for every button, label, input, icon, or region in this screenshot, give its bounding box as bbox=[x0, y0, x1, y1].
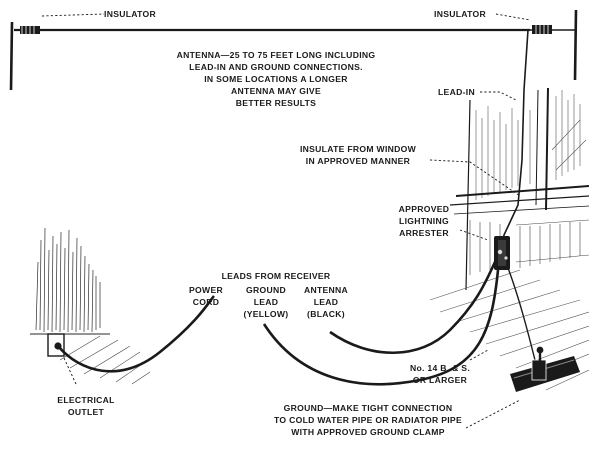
electrical-outlet-label: ELECTRICAL OUTLET bbox=[57, 395, 114, 417]
svg-text:ARRESTER: ARRESTER bbox=[399, 228, 449, 238]
ground-clamp bbox=[510, 347, 580, 392]
svg-text:LEAD-IN AND GROUND CONNECTIONS: LEAD-IN AND GROUND CONNECTIONS. bbox=[189, 62, 363, 72]
leads-from-receiver-label: LEADS FROM RECEIVER bbox=[222, 271, 331, 281]
left-curtain-illustration bbox=[30, 228, 110, 334]
svg-text:CORD: CORD bbox=[193, 297, 220, 307]
svg-text:GROUND: GROUND bbox=[246, 285, 286, 295]
right-insulator bbox=[532, 25, 552, 34]
svg-text:TO COLD WATER PIPE OR RADIATOR: TO COLD WATER PIPE OR RADIATOR PIPE bbox=[274, 415, 462, 425]
antenna-note: ANTENNA—25 TO 75 FEET LONG INCLUDING LEA… bbox=[177, 50, 376, 108]
svg-text:ANTENNA—25 TO 75 FEET LONG INC: ANTENNA—25 TO 75 FEET LONG INCLUDING bbox=[177, 50, 376, 60]
insulate-window-label: INSULATE FROM WINDOW IN APPROVED MANNER bbox=[300, 144, 417, 166]
arrester-label: APPROVED LIGHTNING ARRESTER bbox=[399, 204, 450, 238]
ground-note: GROUND—MAKE TIGHT CONNECTION TO COLD WAT… bbox=[274, 403, 462, 437]
insulator-left-label: INSULATOR bbox=[104, 9, 157, 19]
svg-text:OR LARGER: OR LARGER bbox=[413, 375, 468, 385]
svg-text:No. 14 B. & S.: No. 14 B. & S. bbox=[410, 363, 470, 373]
svg-text:APPROVED: APPROVED bbox=[399, 204, 450, 214]
lead-in-wire bbox=[500, 30, 528, 252]
left-insulator bbox=[20, 26, 40, 34]
ground-lead-label: GROUND LEAD (YELLOW) bbox=[244, 285, 289, 319]
insulator-right-label: INSULATOR bbox=[434, 9, 487, 19]
svg-text:IN SOME LOCATIONS A LONGER: IN SOME LOCATIONS A LONGER bbox=[204, 74, 348, 84]
svg-text:(YELLOW): (YELLOW) bbox=[244, 309, 289, 319]
svg-text:LEAD: LEAD bbox=[314, 297, 339, 307]
svg-text:WITH APPROVED GROUND CLAMP: WITH APPROVED GROUND CLAMP bbox=[291, 427, 445, 437]
svg-text:OUTLET: OUTLET bbox=[68, 407, 105, 417]
svg-text:IN APPROVED MANNER: IN APPROVED MANNER bbox=[306, 156, 411, 166]
antenna-lead-label: ANTENNA LEAD (BLACK) bbox=[304, 285, 348, 319]
svg-text:(BLACK): (BLACK) bbox=[307, 309, 345, 319]
svg-text:ANTENNA MAY GIVE: ANTENNA MAY GIVE bbox=[231, 86, 321, 96]
svg-text:ANTENNA: ANTENNA bbox=[304, 285, 348, 295]
svg-text:LIGHTNING: LIGHTNING bbox=[399, 216, 449, 226]
electrical-outlet-plate bbox=[48, 334, 64, 356]
lightning-arrester bbox=[494, 236, 510, 270]
svg-text:BETTER RESULTS: BETTER RESULTS bbox=[236, 98, 316, 108]
antenna-lead-wire bbox=[330, 260, 496, 353]
svg-text:POWER: POWER bbox=[189, 285, 223, 295]
ground-wire-to-clamp bbox=[508, 268, 538, 372]
svg-text:ELECTRICAL: ELECTRICAL bbox=[57, 395, 114, 405]
svg-text:GROUND—MAKE TIGHT CONNECTION: GROUND—MAKE TIGHT CONNECTION bbox=[284, 403, 453, 413]
svg-text:INSULATE FROM WINDOW: INSULATE FROM WINDOW bbox=[300, 144, 417, 154]
lead-in-label: LEAD-IN bbox=[438, 87, 475, 97]
power-cord-label: POWER CORD bbox=[189, 285, 223, 307]
svg-text:LEAD: LEAD bbox=[254, 297, 279, 307]
